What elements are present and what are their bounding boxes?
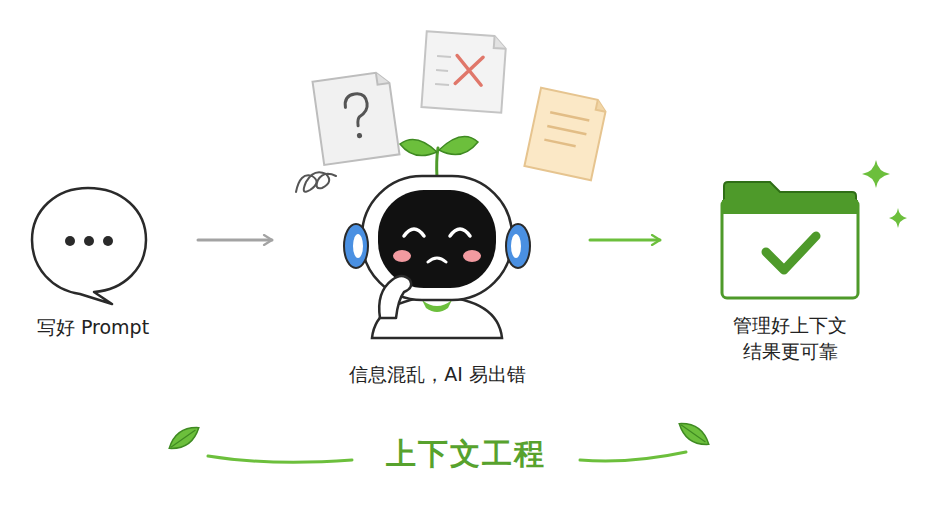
robot-figure: [422, 300, 452, 312]
bottom-bracket: [675, 418, 713, 450]
bottom-bracket: [675, 418, 713, 450]
check-folder: [766, 236, 816, 270]
question-paper: [344, 92, 370, 127]
question-paper: [376, 71, 390, 85]
robot-figure: [428, 258, 446, 262]
speech-bubble: [103, 236, 113, 246]
bottom-bracket: [171, 430, 196, 447]
note-paper: [524, 88, 607, 180]
node-caption: 管理好上下文 结果更可靠: [725, 313, 855, 364]
error-paper: [435, 83, 449, 86]
robot-figure: [344, 224, 368, 268]
robot-figure: [511, 234, 521, 258]
sparkles: [862, 160, 907, 228]
error-paper: [436, 69, 448, 72]
robot-figure: [379, 276, 411, 318]
check-folder: [722, 200, 858, 214]
robot-figure: [353, 234, 363, 258]
error-paper: [437, 55, 451, 58]
speech-bubble: [32, 188, 146, 304]
sparkles: [889, 208, 907, 228]
confusion-squiggle: [296, 172, 336, 192]
error-paper: [421, 31, 506, 112]
robot-figure: [378, 190, 496, 288]
node-caption: 信息混乱，AI 易出错: [330, 362, 545, 388]
sparkles: [862, 160, 890, 188]
robot-figure: [393, 250, 411, 262]
robot-figure: [439, 137, 478, 155]
robot-figure: [506, 224, 530, 268]
robot-figure: [404, 229, 470, 236]
question-paper: [313, 71, 400, 165]
note-paper: [524, 88, 607, 180]
error-paper: [494, 36, 507, 49]
error-paper: [455, 55, 483, 85]
note-paper: [596, 100, 608, 112]
robot-figure: [400, 140, 437, 156]
speech-bubble: [84, 236, 94, 246]
figure-node: 信息混乱，AI 易出错: [330, 170, 545, 395]
figure-node: 管理好上下文 结果更可靠: [705, 180, 875, 380]
bottom-bracket: [208, 456, 352, 462]
note-paper: [544, 140, 575, 147]
section-title: 上下文工程: [378, 434, 554, 475]
flow-arrow: [198, 239, 272, 242]
error-paper: [421, 31, 506, 112]
figure-node: 写好 Prompt: [28, 180, 158, 350]
bottom-bracket: [681, 425, 706, 442]
note-paper: [547, 126, 586, 134]
robot-figure: [362, 176, 512, 300]
question-paper: [357, 133, 363, 139]
check-folder: [724, 182, 856, 200]
node-caption: 写好 Prompt: [28, 315, 158, 341]
speech-bubble: [65, 236, 75, 246]
robot-figure: [344, 137, 530, 338]
speech-bubble: [32, 188, 146, 304]
bottom-bracket: [165, 422, 203, 454]
robot-figure: [463, 250, 481, 262]
flow-arrow: [590, 239, 660, 242]
note-paper: [550, 112, 589, 120]
bottom-bracket: [165, 422, 203, 454]
check-folder: [722, 200, 858, 298]
question-paper: [313, 71, 400, 165]
bottom-bracket: [580, 452, 686, 461]
check-folder: [722, 182, 858, 298]
